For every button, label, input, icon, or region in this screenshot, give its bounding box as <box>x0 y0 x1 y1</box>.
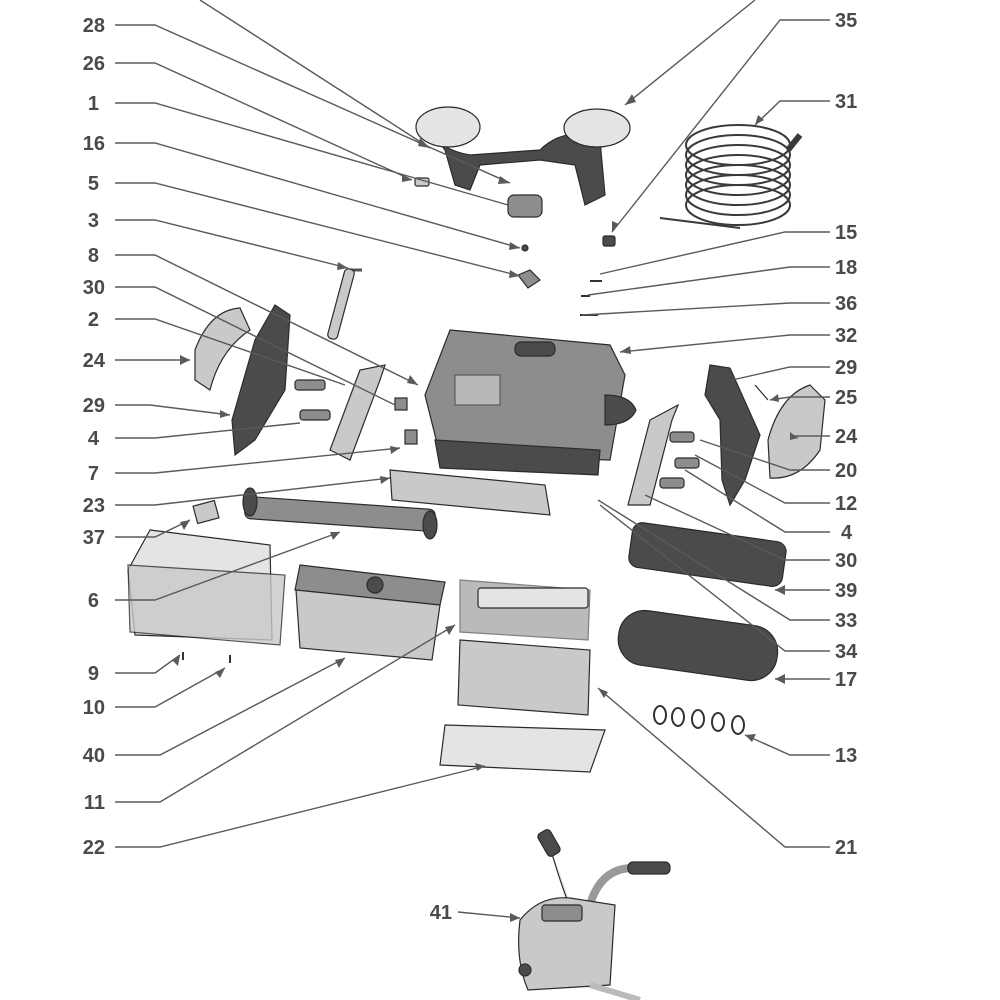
main-body-part <box>424 329 637 476</box>
callout-33: 33 <box>835 610 857 632</box>
motor-unit-part <box>294 564 446 661</box>
callout-7: 7 <box>88 463 99 485</box>
callout-40: 40 <box>83 745 105 767</box>
callout-10: 10 <box>83 697 105 719</box>
callout-28: 28 <box>83 15 105 37</box>
callout-15: 15 <box>835 222 857 244</box>
leader-lines <box>115 0 830 919</box>
caddy-parts <box>439 579 606 773</box>
callout-16: 16 <box>83 133 105 155</box>
callout-1: 1 <box>88 93 99 115</box>
callout-23: 23 <box>83 495 105 517</box>
brush-parts <box>617 522 787 682</box>
power-supply-cart-part <box>518 829 671 1000</box>
callout-4-right: 4 <box>841 522 853 544</box>
callout-37: 37 <box>83 527 105 549</box>
callout-34: 34 <box>835 641 858 663</box>
callout-29-right: 29 <box>835 357 857 379</box>
callout-8: 8 <box>88 245 99 267</box>
bushing-parts <box>653 705 745 735</box>
callout-20: 20 <box>835 460 857 482</box>
callout-25: 25 <box>835 387 857 409</box>
callout-3: 3 <box>88 210 99 232</box>
callout-22: 22 <box>83 837 105 859</box>
callout-17: 17 <box>835 669 857 691</box>
callout-41: 41 <box>430 902 452 924</box>
callout-39: 39 <box>835 580 857 602</box>
callout-12: 12 <box>835 493 857 515</box>
callout-2: 2 <box>88 309 99 331</box>
right-side-panel-parts <box>627 364 826 507</box>
callout-9: 9 <box>88 663 99 685</box>
callout-35: 35 <box>835 10 857 32</box>
callout-24-right: 24 <box>835 426 858 448</box>
callout-32: 32 <box>835 325 857 347</box>
callout-30-left: 30 <box>83 277 105 299</box>
callout-11: 11 <box>84 792 105 814</box>
roller-and-axle-parts <box>192 469 551 540</box>
left-callout-labels: 28 26 1 16 5 3 8 30 2 24 29 4 7 23 37 6 … <box>83 15 452 924</box>
leader-arrowheads <box>172 94 798 922</box>
callout-13: 13 <box>835 745 857 767</box>
left-side-panel-parts <box>194 304 418 461</box>
callout-24-left: 24 <box>83 350 106 372</box>
callout-4-left: 4 <box>88 428 100 450</box>
callout-6: 6 <box>88 590 99 612</box>
filter-basket-part <box>127 529 286 663</box>
callout-29-left: 29 <box>83 395 105 417</box>
cable-coil-part <box>659 124 803 229</box>
callout-18: 18 <box>835 257 857 279</box>
small-hardware-parts <box>327 177 616 340</box>
handle-part <box>415 106 631 206</box>
callout-5: 5 <box>88 173 99 195</box>
callout-36: 36 <box>835 293 857 315</box>
callout-21: 21 <box>835 837 857 859</box>
callout-31: 31 <box>835 91 857 113</box>
callout-30-right: 30 <box>835 550 857 572</box>
right-callout-labels: 35 31 15 18 36 32 29 25 24 20 12 4 30 39… <box>835 10 858 859</box>
callout-26: 26 <box>83 53 105 75</box>
